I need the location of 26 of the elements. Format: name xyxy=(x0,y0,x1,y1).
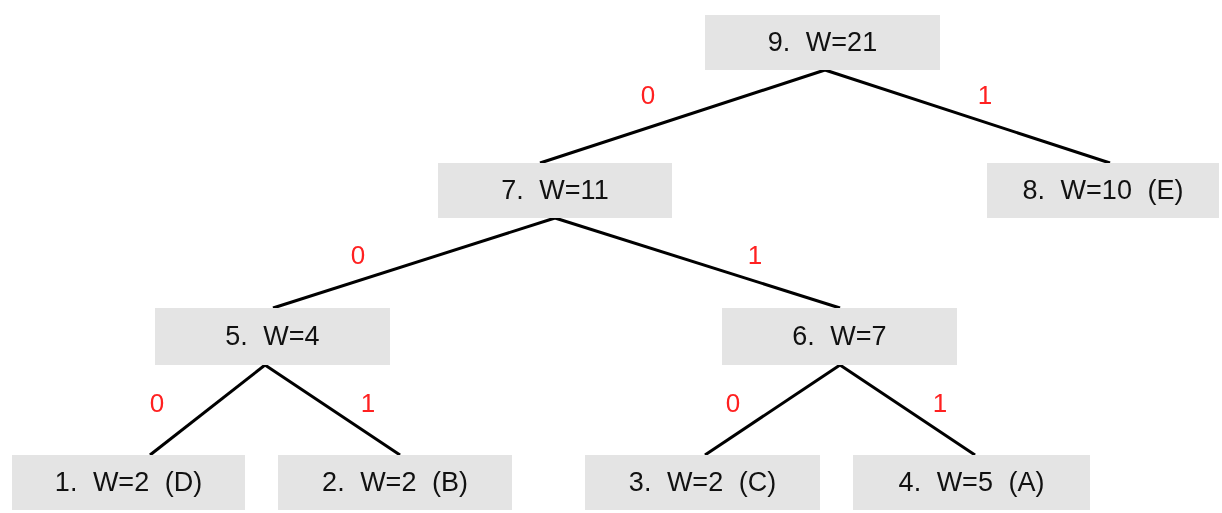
tree-node-box xyxy=(987,163,1219,218)
connector-line xyxy=(839,363,976,457)
node-label: 5. W=4 xyxy=(225,321,320,352)
node-label: 1. W=2 (D) xyxy=(54,467,203,498)
tree-node-box xyxy=(705,15,940,70)
connector-line xyxy=(824,68,1111,165)
connector-line xyxy=(264,363,401,457)
tree-node-box xyxy=(853,455,1090,510)
connector-line xyxy=(554,216,841,310)
tree-node-box xyxy=(722,308,957,365)
node-label: 7. W=11 xyxy=(501,175,609,206)
node-label: 9. W=21 xyxy=(767,27,878,58)
connector-line xyxy=(272,216,556,310)
tree-node-box xyxy=(438,163,672,218)
tree-node-box xyxy=(12,455,245,510)
tree-node-box xyxy=(278,455,512,510)
tree-node-box xyxy=(585,455,820,510)
node-label: 4. W=5 (A) xyxy=(898,467,1045,498)
node-label: 3. W=2 (C) xyxy=(628,467,777,498)
connector-line xyxy=(149,363,266,457)
node-label: 2. W=2 (B) xyxy=(322,467,468,498)
node-label: 8. W=10 (E) xyxy=(1022,175,1184,206)
connector-line xyxy=(539,68,826,165)
node-label: 6. W=7 xyxy=(792,321,887,352)
connector-line xyxy=(704,363,841,457)
tree-node-box xyxy=(155,308,390,365)
